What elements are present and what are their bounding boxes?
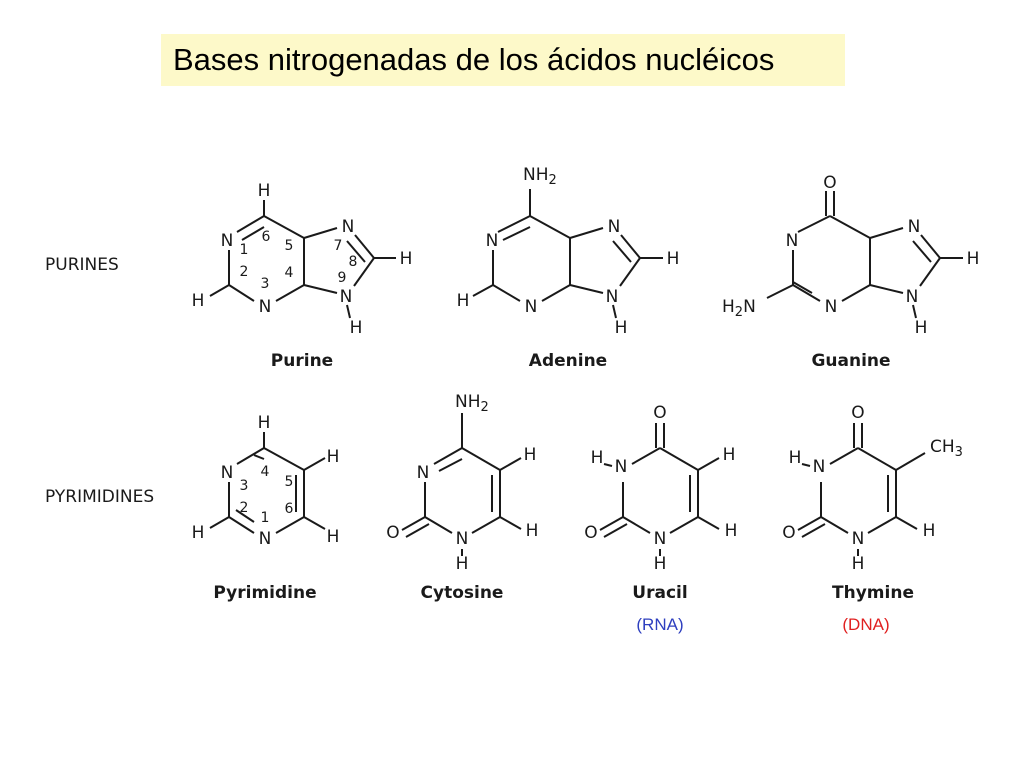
page-title: Bases nitrogenadas de los ácidos nucléic… <box>161 34 845 86</box>
purine-position-label: 1 <box>240 242 249 258</box>
guanine-subscript: 2 <box>735 305 743 320</box>
purines-row-label: PURINES <box>45 255 119 275</box>
cytosine-atom-h: H <box>526 521 539 541</box>
purine-atom-h: H <box>400 249 413 269</box>
pyrimidine-position-label: 2 <box>240 500 249 516</box>
guanine-atom-h: H <box>967 249 980 269</box>
cytosine-atom-n1: N <box>456 529 469 549</box>
cytosine-atom-n3: N <box>417 463 430 483</box>
thymine-name: Thymine <box>832 583 914 603</box>
uracil-atom-h: H <box>591 448 604 468</box>
pyrimidine-atom-h: H <box>327 447 340 467</box>
cytosine-atom-o: O <box>386 523 399 543</box>
pyrimidine-structure: H N N H H H 4 3 2 1 5 6 Pyrimidine <box>192 413 340 603</box>
purine-atom-h: H <box>350 318 363 338</box>
guanine-atom-h: H <box>722 297 735 317</box>
guanine-atom-o: O <box>823 173 836 193</box>
uracil-atom-o: O <box>584 523 597 543</box>
thymine-atom-h: H <box>923 521 936 541</box>
uracil-atom-h: H <box>725 521 738 541</box>
purine-atom-n7: N <box>342 217 355 237</box>
cytosine-atom-nh: NH <box>455 392 481 412</box>
pyrimidine-position-label: 1 <box>261 510 270 526</box>
cytosine-name: Cytosine <box>421 583 504 603</box>
pyrimidine-name: Pyrimidine <box>213 583 316 603</box>
guanine-name: Guanine <box>811 351 890 371</box>
thymine-atom-ch: CH <box>930 437 955 457</box>
guanine-atom-n1: N <box>786 231 799 251</box>
thymine-subscript: 3 <box>955 445 963 460</box>
adenine-atom-h: H <box>615 318 628 338</box>
thymine-atom-h: H <box>852 554 865 574</box>
adenine-name: Adenine <box>529 351 607 371</box>
adenine-atom-nh: NH <box>523 165 549 185</box>
purine-position-label: 6 <box>262 229 271 245</box>
uracil-name: Uracil <box>632 583 687 603</box>
thymine-atom-n3: N <box>813 457 826 477</box>
adenine-atom-h: H <box>667 249 680 269</box>
pyrimidine-position-label: 4 <box>261 464 270 480</box>
guanine-atom-n7: N <box>908 217 921 237</box>
purine-atom-h: H <box>192 291 205 311</box>
cytosine-subscript: 2 <box>481 400 489 415</box>
guanine-atom-n3: N <box>825 297 838 317</box>
thymine-atom-o: O <box>782 523 795 543</box>
guanine-atom-n: N <box>743 297 756 317</box>
thymine-structure: O CH3 H N N H O H Thymine (DNA) <box>782 403 963 634</box>
adenine-atom-n9: N <box>606 287 619 307</box>
uracil-atom-h: H <box>654 554 667 574</box>
guanine-amino-group: H2N <box>722 297 756 320</box>
purine-position-label: 7 <box>334 238 343 254</box>
pyrimidine-atom-h: H <box>192 523 205 543</box>
pyrimidines-row-label: PYRIMIDINES <box>45 487 154 507</box>
uracil-structure: O H N N H O H H Uracil (RNA) <box>584 403 737 634</box>
pyrimidine-position-label: 5 <box>285 474 294 490</box>
guanine-atom-h: H <box>915 318 928 338</box>
thymine-atom-o: O <box>851 403 864 423</box>
purine-atom-n1: N <box>221 231 234 251</box>
pyrimidine-position-label: 6 <box>285 501 294 517</box>
guanine-atom-n9: N <box>906 287 919 307</box>
adenine-structure: NH2 N N N N H H H Adenine <box>457 165 680 371</box>
cytosine-amino-group: NH2 <box>455 392 489 415</box>
purine-position-label: 4 <box>285 265 294 281</box>
pyrimidine-atom-n1: N <box>259 529 272 549</box>
thymine-methyl-group: CH3 <box>930 437 963 460</box>
pyrimidine-atom-h: H <box>327 527 340 547</box>
cytosine-atom-h: H <box>456 554 469 574</box>
pyrimidine-position-label: 3 <box>240 478 249 494</box>
purine-position-label: 3 <box>261 276 270 292</box>
adenine-subscript: 2 <box>549 173 557 188</box>
purine-position-label: 8 <box>349 254 358 270</box>
purine-position-label: 5 <box>285 238 294 254</box>
purine-atom-n3: N <box>259 297 272 317</box>
purine-position-label: 2 <box>240 264 249 280</box>
pyrimidine-atom-h: H <box>258 413 271 433</box>
adenine-atom-n7: N <box>608 217 621 237</box>
uracil-atom-o: O <box>653 403 666 423</box>
adenine-atom-n3: N <box>525 297 538 317</box>
adenine-amino-group: NH2 <box>523 165 557 188</box>
thymine-dna-tag: (DNA) <box>842 615 889 634</box>
cytosine-atom-h: H <box>524 445 537 465</box>
uracil-atom-n1: N <box>654 529 667 549</box>
uracil-atom-h: H <box>723 445 736 465</box>
adenine-atom-n1: N <box>486 231 499 251</box>
purine-structure: H N N N N H H H 1 2 3 4 5 6 7 8 9 Purine <box>192 181 413 371</box>
adenine-atom-h: H <box>457 291 470 311</box>
thymine-atom-h: H <box>789 448 802 468</box>
uracil-atom-n3: N <box>615 457 628 477</box>
uracil-rna-tag: (RNA) <box>636 615 683 634</box>
purine-position-label: 9 <box>338 270 347 286</box>
guanine-structure: O N N N N H H H2N Guanine <box>722 173 979 371</box>
thymine-atom-n1: N <box>852 529 865 549</box>
purine-atom-h: H <box>258 181 271 201</box>
cytosine-structure: NH2 N N H O H H Cytosine <box>386 392 538 603</box>
purine-name: Purine <box>271 351 333 371</box>
purine-atom-n9: N <box>340 287 353 307</box>
pyrimidine-atom-n3: N <box>221 463 234 483</box>
